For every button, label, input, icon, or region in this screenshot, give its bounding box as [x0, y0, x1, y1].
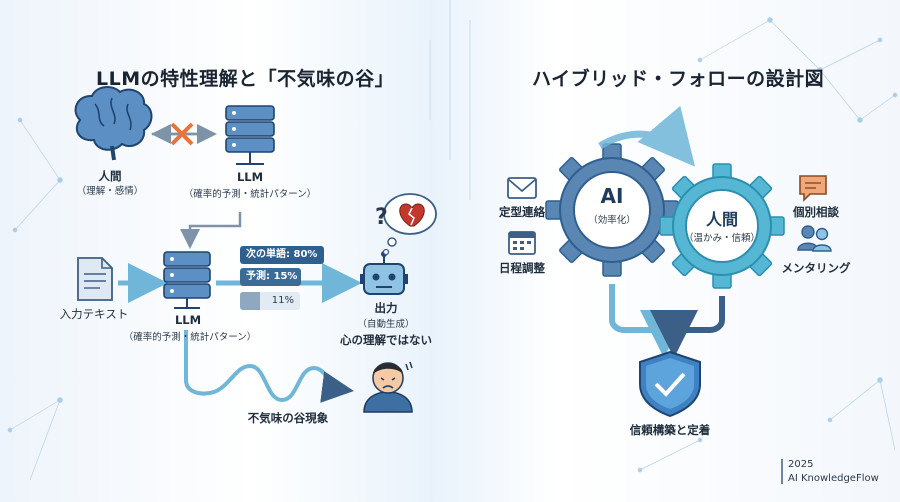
- right-section-title: ハイブリッド・フォローの設計図: [532, 68, 825, 90]
- disconnect-arrow: [151, 122, 217, 146]
- human-gear-icon: [659, 163, 785, 289]
- item-mentoring: メンタリング: [781, 261, 851, 275]
- output-label: 出力: [374, 301, 398, 315]
- footer-brand: AI KnowledgeFlow: [788, 473, 879, 484]
- human-to-trust-arrow: [650, 296, 725, 358]
- brain-icon: [74, 86, 153, 161]
- llm-middle-label: LLM: [174, 313, 202, 327]
- gear-flow-arrow: [598, 105, 696, 167]
- human-gear-sublabel: （温かみ・信頼）: [683, 233, 760, 244]
- uncanny-valley-path: [184, 330, 354, 403]
- probability-pill-prediction: 予測: 15%: [240, 268, 301, 286]
- trust-building-label: 信頼構築と定着: [629, 423, 711, 437]
- item-routine-contact: 定型連絡: [499, 205, 545, 219]
- footer-year: 2025: [788, 459, 814, 470]
- server-icon-middle: [163, 251, 211, 309]
- uncanny-valley-label: 不気味の谷現象: [247, 411, 329, 425]
- robot-icon: [360, 251, 408, 295]
- ai-to-trust-arrow: [609, 284, 688, 358]
- probability-pill-next-word: 次の単語: 80%: [240, 246, 324, 264]
- shield-check-icon: [639, 350, 701, 418]
- probability-pill-low: 11%: [240, 292, 300, 310]
- item-individual-consultation: 個別相談: [793, 205, 839, 219]
- pill-next-word-text: 次の単語: 80%: [246, 249, 318, 260]
- input-text-label: 入力テキスト: [59, 307, 129, 321]
- footer: 2025 AI KnowledgeFlow: [788, 458, 879, 486]
- human-label: 人間: [98, 169, 122, 183]
- server-icon-top: [225, 105, 275, 165]
- ai-gear-label: AI: [600, 184, 624, 208]
- pill-low-bar: [240, 292, 260, 310]
- broken-heart-icon: [399, 203, 425, 227]
- ai-gear-sublabel: （効率化）: [588, 215, 636, 226]
- people-icon: [797, 225, 832, 252]
- output-sublabel: （自動生成）: [357, 319, 415, 330]
- down-arrow: [180, 212, 242, 249]
- pill-low-text: 11%: [271, 295, 294, 306]
- pill-prediction-text: 予測: 15%: [246, 271, 298, 282]
- llm-top-label: LLM: [236, 170, 264, 184]
- left-section-title: LLMの特性理解と「不気味の谷」: [96, 68, 395, 90]
- llm-top-sublabel: （確率的予測・統計パターン）: [183, 189, 317, 200]
- output-note: 心の理解ではない: [340, 333, 432, 347]
- item-scheduling: 日程調整: [499, 261, 545, 275]
- envelope-icon: [507, 177, 537, 199]
- worried-person-icon: [363, 361, 413, 413]
- svg-text:?: ?: [375, 205, 388, 230]
- llm-middle-sublabel: （確率的予測・統計パターン）: [123, 332, 257, 343]
- document-icon: [77, 257, 113, 301]
- thought-bubble-icon: ?: [375, 193, 437, 256]
- chat-bubble-icon: [799, 175, 827, 202]
- human-sublabel: （理解・感情）: [76, 186, 144, 197]
- human-gear-label: 人間: [705, 210, 738, 229]
- ai-gear-icon: [545, 143, 679, 277]
- calendar-icon: [508, 231, 536, 255]
